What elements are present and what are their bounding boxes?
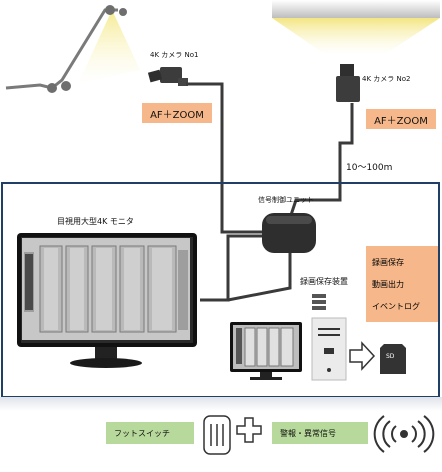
monitor-label: 目視用大型4K モニタ xyxy=(57,217,134,226)
camera-2-icon xyxy=(336,64,360,102)
foot-switch-icon xyxy=(203,415,231,455)
light-beam-1 xyxy=(78,10,140,84)
signal-unit-label: 信号制御ユニット xyxy=(258,196,314,204)
plus-icon xyxy=(236,417,262,443)
function-item-event-log: イベントログ xyxy=(372,302,420,311)
sd-label: SD xyxy=(386,353,395,360)
function-list: 録画保存 動画出力 イベントログ xyxy=(366,246,438,322)
foot-switch-label: フットスイッチ xyxy=(106,422,194,444)
function-item-video-out: 動画出力 xyxy=(372,280,404,289)
recorder-tower xyxy=(311,317,347,381)
function-item-record: 録画保存 xyxy=(372,258,404,267)
camera-1-icon xyxy=(147,67,188,86)
ceiling-light-illustration xyxy=(272,0,440,55)
recorder-monitor xyxy=(230,322,302,380)
signal-control-unit xyxy=(262,213,316,253)
distance-label: 10〜100m xyxy=(346,163,393,173)
cables xyxy=(186,82,354,302)
crane-arm-illustration xyxy=(5,5,140,93)
alarm-label: 警報・異常信号 xyxy=(272,422,368,444)
alarm-signal-icon xyxy=(373,415,435,453)
large-4k-monitor xyxy=(17,233,197,368)
sd-card-icon xyxy=(380,344,406,374)
camera-2-label: 4K カメラ No2 xyxy=(362,75,411,83)
camera-2-control-box: AF＋ZOOM xyxy=(366,109,436,129)
arrow-right-icon xyxy=(349,341,376,371)
recorder-label: 録画保存装置 xyxy=(300,277,348,286)
light-beam-2 xyxy=(272,18,440,55)
camera-1-label: 4K カメラ No1 xyxy=(150,51,199,59)
storage-icon xyxy=(312,294,326,310)
camera-1-control-box: AF＋ZOOM xyxy=(142,103,212,123)
